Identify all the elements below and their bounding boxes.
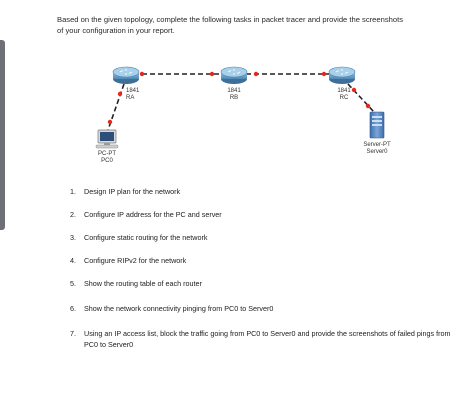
task-text: Using an IP access list, block the traff… [84,329,451,349]
router-ra-label: 1841 RA [126,88,139,102]
server-icon[interactable] [369,111,385,139]
intro-line-2: of your configuration in your report. [57,26,175,35]
router-rb-label: 1841 RB [226,88,242,102]
router-rc-label: 1841 RC [336,88,352,102]
router-rb-model: 1841 [227,88,241,94]
server-model: Server-PT [363,142,391,148]
task-number: 5. [70,279,76,288]
router-rb-icon[interactable] [220,66,248,84]
task-text: Configure RIPv2 for the network [84,256,187,265]
pc-model: PC-PT [98,151,116,157]
router-rc-name: RC [339,95,349,101]
intro-text: Based on the given topology, complete th… [57,14,457,36]
task-number: 4. [70,256,76,265]
router-ra-model: 1841 [126,88,140,94]
network-topology: 1841 RA 1841 RB 1841 RC PC-PT PC0 Server… [80,60,420,170]
router-rc-model: 1841 [337,88,351,94]
router-ra-name: RA [126,95,135,101]
link-status-dots [107,71,371,125]
task-text: Configure IP address for the PC and serv… [84,210,222,219]
router-rb-name: RB [229,95,239,101]
task-text: Design IP plan for the network [84,187,181,196]
task-number: 1. [70,187,76,196]
pc-label: PC-PT PC0 [92,151,122,165]
router-rc-icon[interactable] [328,66,356,84]
server-label: Server-PT Server0 [362,142,392,156]
pc-icon[interactable] [95,129,119,149]
link-rc-server [347,83,375,113]
server-name: Server0 [366,149,388,155]
scrollbar[interactable] [0,40,5,230]
task-number: 7. [70,329,76,338]
task-number: 6. [70,304,76,313]
router-ra-icon[interactable] [112,66,140,84]
task-number: 3. [70,233,76,242]
topology-links [95,66,385,149]
task-number: 2. [70,210,76,219]
pc-name: PC0 [101,158,113,164]
task-text: Show the routing table of each router [84,279,202,288]
task-text: Show the network connectivity pinging fr… [84,304,274,313]
intro-line-1: Based on the given topology, complete th… [57,15,404,24]
task-text: Configure static routing for the network [84,233,208,242]
